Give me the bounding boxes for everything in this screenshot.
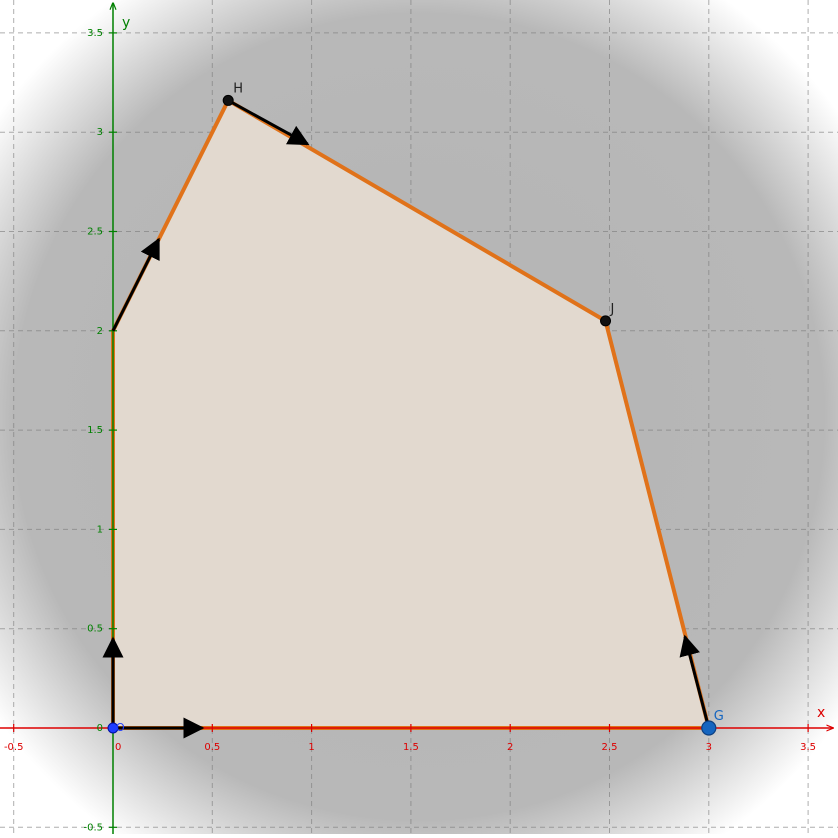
x-tick-label: 2 xyxy=(507,742,513,753)
x-tick-label: 0.5 xyxy=(204,742,220,753)
y-tick-label: 2.5 xyxy=(87,227,103,238)
point-layer[interactable]: G J H O xyxy=(107,81,724,736)
point-label-g: G xyxy=(714,709,724,724)
y-tick-label: 1.5 xyxy=(87,425,103,436)
origin-label: O xyxy=(116,721,125,734)
point-label-h: H xyxy=(233,81,243,96)
y-tick-label: 2 xyxy=(97,326,103,337)
point-h[interactable] xyxy=(222,94,234,106)
y-tick-label: -0.5 xyxy=(83,822,103,833)
y-tick-label: 0.5 xyxy=(87,624,103,635)
x-tick-label: 3.5 xyxy=(800,742,816,753)
vector-edge-H-J[interactable] xyxy=(227,99,310,146)
y-axis-label: y xyxy=(122,15,130,31)
y-tick-label: 1 xyxy=(97,524,103,535)
origin-point[interactable] xyxy=(107,722,119,734)
y-tick-label: 3 xyxy=(97,127,103,138)
vector-edge-G-J[interactable] xyxy=(679,634,711,729)
point-label-j: J xyxy=(610,302,615,317)
x-tick-label: 2.5 xyxy=(602,742,618,753)
vector-edge-0-H[interactable] xyxy=(111,237,161,332)
vector-layer[interactable] xyxy=(102,99,711,739)
x-axis-label: x xyxy=(817,705,825,721)
y-tick-label: 0 xyxy=(97,723,103,734)
y-tick-label: 3.5 xyxy=(87,28,103,39)
x-tick-label: 0 xyxy=(115,742,121,753)
x-tick-label: 1 xyxy=(308,742,314,753)
point-j[interactable] xyxy=(600,315,612,327)
point-g[interactable] xyxy=(701,720,717,736)
x-tick-label: 3 xyxy=(706,742,712,753)
x-tick-label: 1.5 xyxy=(403,742,419,753)
x-tick-label: -0.5 xyxy=(4,742,24,753)
polygon-fill[interactable] xyxy=(113,100,709,728)
